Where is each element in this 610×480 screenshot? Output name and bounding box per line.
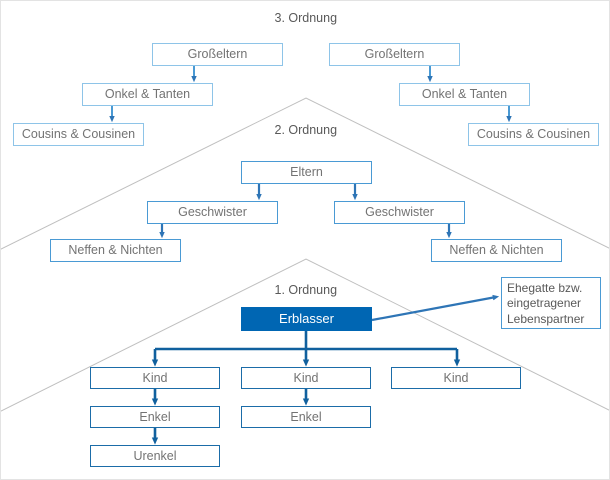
node-label: Cousins & Cousinen [21,127,136,142]
node-label: Eltern [290,165,323,180]
node-neffen-nichten-right[interactable]: Neffen & Nichten [431,239,562,262]
node-kind-1[interactable]: Kind [90,367,220,389]
node-cousins-cousinen-right[interactable]: Cousins & Cousinen [468,123,599,146]
node-ehegatte-lebenspartner[interactable]: Ehegatte bzw. eingetragener Lebenspartne… [501,277,601,329]
node-label: Enkel [139,409,171,424]
node-erblasser[interactable]: Erblasser [241,307,372,331]
node-neffen-nichten-left[interactable]: Neffen & Nichten [50,239,181,262]
node-onkel-tanten-left[interactable]: Onkel & Tanten [82,83,213,106]
node-label: Großeltern [187,47,248,62]
node-label: Geschwister [178,205,247,220]
node-label: Erblasser [279,310,334,326]
node-label: Großeltern [364,47,425,62]
node-label: Cousins & Cousinen [476,127,591,142]
node-label-line-1: Ehegatte bzw. [507,281,583,295]
node-kind-2[interactable]: Kind [241,367,371,389]
node-label: Onkel & Tanten [421,87,508,102]
node-geschwister-left[interactable]: Geschwister [147,201,278,224]
node-enkel-2[interactable]: Enkel [241,406,371,428]
node-label: Neffen & Nichten [68,243,163,258]
node-label: Geschwister [365,205,434,220]
node-onkel-tanten-right[interactable]: Onkel & Tanten [399,83,530,106]
node-label: Kind [293,370,319,385]
node-eltern[interactable]: Eltern [241,161,372,184]
node-cousins-cousinen-left[interactable]: Cousins & Cousinen [13,123,144,146]
order-title-1: 1. Ordnung [274,283,338,297]
node-label: Kind [142,370,168,385]
node-label-line-3: Lebenspartner [507,311,585,326]
node-kind-3[interactable]: Kind [391,367,521,389]
order-title-3: 3. Ordnung [274,11,338,25]
node-enkel-1[interactable]: Enkel [90,406,220,428]
node-label: Urenkel [133,448,177,463]
node-grosseltern-right[interactable]: Großeltern [329,43,460,66]
node-geschwister-right[interactable]: Geschwister [334,201,465,224]
connector-erblasser-ehegatte [371,294,500,322]
node-label-line-2: eingetragener [507,296,582,311]
node-label: Neffen & Nichten [449,243,544,258]
node-grosseltern-left[interactable]: Großeltern [152,43,283,66]
node-urenkel-1[interactable]: Urenkel [90,445,220,467]
node-label: Onkel & Tanten [104,87,191,102]
node-label: Kind [443,370,469,385]
node-label: Enkel [290,409,322,424]
order-title-2: 2. Ordnung [274,123,338,137]
